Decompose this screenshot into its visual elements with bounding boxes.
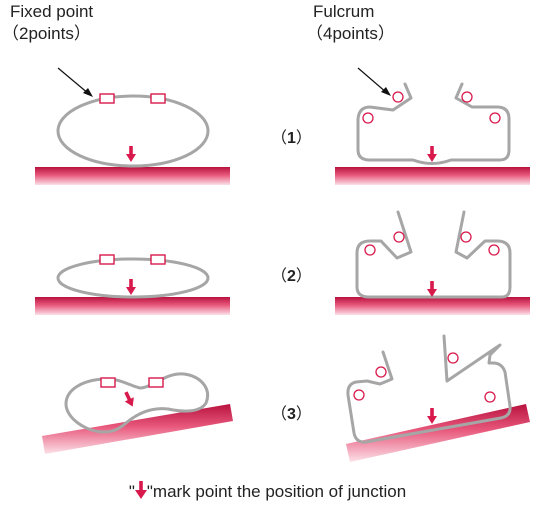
fixed-point-title: Fixed point [10, 2, 94, 21]
junction-arrow-icon [134, 481, 147, 499]
fulcrum-marker [484, 391, 496, 403]
row-label-3: （3） [271, 406, 312, 423]
fixed-point-marker [148, 377, 164, 388]
row2-right-figure [335, 210, 530, 315]
row3-left-figure [42, 372, 233, 454]
junction-arrow [427, 281, 437, 297]
row2-left-figure [35, 254, 230, 315]
row-label-1: （1） [271, 130, 312, 147]
footnote-text: "mark point the position of junction [146, 482, 407, 501]
fulcrum-marker [461, 91, 473, 103]
row1-left-loop [56, 94, 210, 168]
fulcrum-marker [362, 112, 374, 124]
row2-left-loop [56, 257, 210, 299]
fixed-point-pointer [57, 67, 93, 97]
fulcrum-marker [393, 231, 405, 243]
junction-arrow [126, 279, 136, 295]
row1-right-loop [356, 82, 511, 165]
row1-left-figure [35, 93, 230, 185]
row1-right-surface [335, 167, 530, 185]
junction-arrow [121, 390, 138, 409]
row3-right-surface [346, 404, 530, 462]
fulcrum-title: Fulcrum [313, 2, 375, 21]
fulcrum-pointer [357, 67, 391, 96]
fulcrum-marker [364, 244, 376, 256]
row1-right-figure [335, 82, 530, 185]
fixed-point-subtitle: （2points） [2, 24, 91, 43]
fulcrum-marker [489, 112, 501, 124]
fulcrum-marker [392, 91, 404, 103]
fulcrum-marker [447, 352, 459, 364]
row3-right-loop [346, 334, 512, 444]
row3-left-loop [64, 372, 209, 434]
fixed-point-marker [100, 377, 116, 388]
row2-left-surface [35, 297, 230, 315]
fixed-point-marker [150, 93, 166, 104]
fulcrum-subtitle: （4points） [306, 24, 395, 43]
row3-right-figure [346, 334, 530, 462]
fixed-point-marker [150, 254, 166, 265]
row-label-2: （2） [271, 268, 312, 285]
fulcrum-marker [488, 244, 500, 256]
junction-arrow [126, 146, 136, 162]
footnote: " "mark point the position of junction [0, 480, 535, 502]
row1-left-surface [35, 167, 230, 185]
fulcrum-marker [353, 389, 365, 401]
fixed-point-marker [99, 254, 115, 265]
junction-arrow [427, 146, 437, 162]
footnote-prefix: " [128, 482, 135, 501]
fulcrum-marker [375, 366, 387, 378]
junction-arrow [427, 408, 437, 424]
row3-left-surface [42, 404, 233, 454]
fulcrum-marker [460, 231, 472, 243]
row2-right-loop [355, 210, 512, 299]
fixed-point-marker [99, 93, 115, 104]
row2-right-surface [335, 297, 530, 315]
